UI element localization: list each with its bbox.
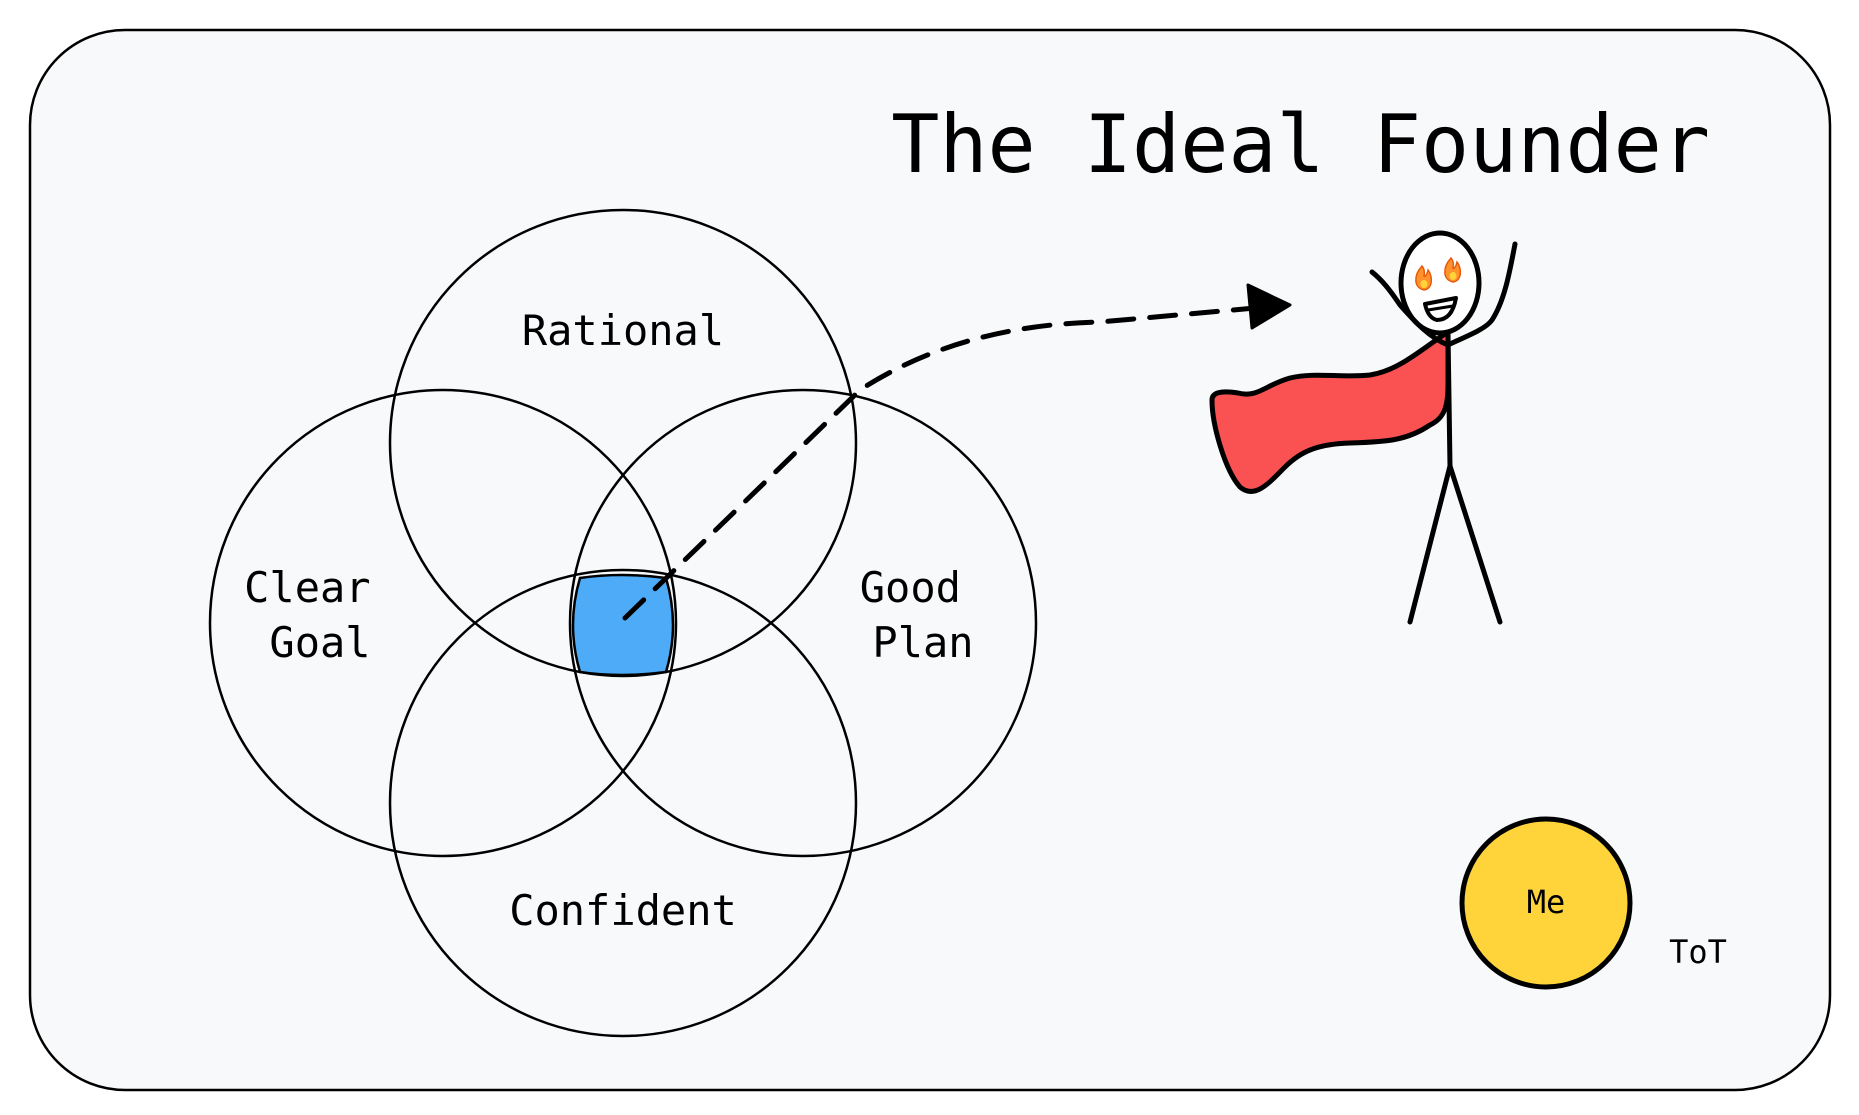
me-circle [1459, 816, 1633, 990]
fire-icon [1415, 256, 1462, 291]
stick-figure [1209, 230, 1518, 625]
venn-label-clear-goal: Clear Goal [244, 563, 396, 667]
venn-label-rational: Rational [522, 306, 724, 355]
venn-label-confident: Confident [509, 886, 737, 935]
tot-note: ToT [1669, 933, 1727, 971]
me-label: Me [1527, 883, 1566, 921]
venn-circle-clear-goal [208, 388, 678, 858]
venn-circle-confident [388, 568, 858, 1038]
frame [28, 28, 1832, 1092]
diagram-title: The Ideal Founder [891, 98, 1710, 191]
arrowhead-icon [1246, 283, 1292, 330]
cape-shape [1209, 329, 1451, 494]
venn-circle-good-plan [568, 388, 1038, 858]
head [1398, 230, 1482, 336]
venn-circle-rational [388, 208, 858, 678]
venn-intersection-highlight [571, 573, 675, 677]
venn-label-good-plan: Good Plan [860, 563, 986, 667]
dashed-arrow-line [622, 305, 1258, 621]
